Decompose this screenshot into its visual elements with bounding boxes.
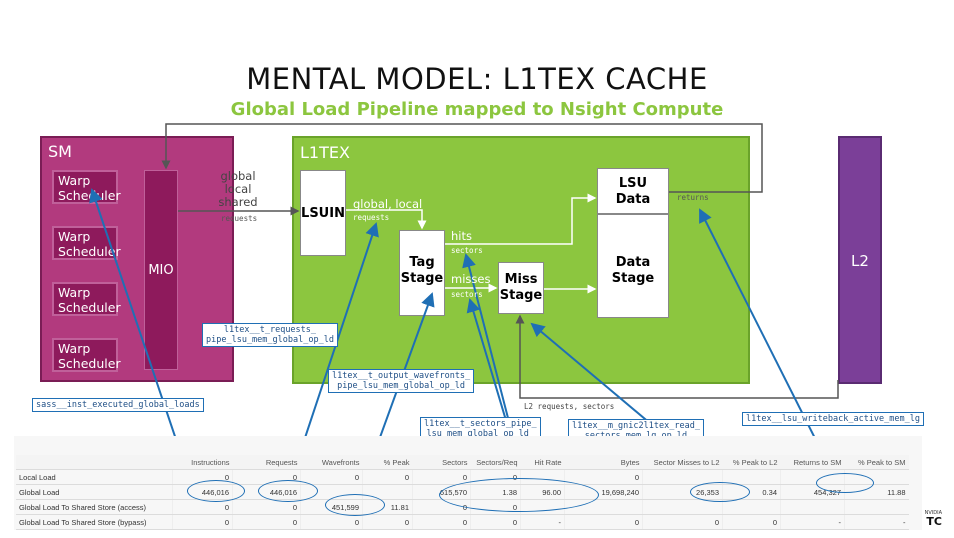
table-header-cell: Bytes bbox=[564, 455, 643, 470]
table-cell: - bbox=[520, 514, 565, 530]
table-header-cell: Instructions bbox=[172, 455, 233, 470]
l2-block bbox=[838, 136, 882, 384]
warp-scheduler-3: Warp Scheduler bbox=[52, 282, 121, 316]
callout-t-requests: l1tex__t_requests_ pipe_lsu_mem_global_o… bbox=[202, 323, 338, 347]
table-cell: 0 bbox=[232, 514, 301, 530]
global-local-shared-label: global local shared bbox=[218, 169, 258, 209]
table-cell: 0 bbox=[232, 499, 301, 515]
lsuin-to-tag-arrow bbox=[346, 209, 427, 230]
table-cell bbox=[722, 499, 781, 515]
misses-sectors-label: sectors bbox=[451, 290, 483, 299]
row-label: Global Load bbox=[16, 484, 173, 500]
row-label: Local Load bbox=[16, 469, 173, 485]
lsuin-box: LSUIN bbox=[300, 170, 346, 256]
table-cell: 0 bbox=[172, 514, 233, 530]
table-header-cell bbox=[16, 455, 173, 470]
requests-label: requests bbox=[221, 214, 258, 223]
table-cell: 0 bbox=[470, 514, 521, 530]
callout-output-wavefronts: l1tex__t_output_wavefronts_ pipe_lsu_mem… bbox=[328, 369, 475, 393]
highlight-sector-misses bbox=[690, 482, 750, 502]
table-cell: 0 bbox=[564, 469, 643, 485]
table-header-cell: Wavefronts bbox=[300, 455, 363, 470]
row-label: Global Load To Shared Store (bypass) bbox=[16, 514, 173, 530]
table-header-cell: % Peak bbox=[362, 455, 413, 470]
nvidia-logo: NVIDIA TC bbox=[925, 511, 942, 528]
table-cell: 0 bbox=[412, 514, 471, 530]
table-cell bbox=[642, 469, 723, 485]
table-header-cell: % Peak to SM bbox=[844, 455, 909, 470]
highlight-requests bbox=[258, 480, 318, 502]
highlight-returns bbox=[816, 473, 874, 493]
hits-label: hits bbox=[451, 229, 472, 243]
table-cell: 0 bbox=[172, 499, 233, 515]
table-header-cell: Sectors bbox=[412, 455, 471, 470]
highlight-instructions bbox=[187, 480, 245, 502]
l2-label: L2 bbox=[851, 252, 869, 270]
returns-label: returns bbox=[677, 193, 709, 202]
table-cell: 0 bbox=[412, 469, 471, 485]
table-header-cell: Sector Misses to L2 bbox=[642, 455, 723, 470]
highlight-wavefronts bbox=[325, 494, 385, 516]
hits-arrow bbox=[445, 193, 597, 245]
table-cell bbox=[642, 499, 723, 515]
table-row: Global Load To Shared Store (bypass) 0 0… bbox=[16, 514, 909, 530]
table-cell bbox=[780, 499, 845, 515]
l1tex-label: L1TEX bbox=[300, 143, 350, 162]
table-header-cell: Hit Rate bbox=[520, 455, 565, 470]
table-cell bbox=[722, 469, 781, 485]
table-cell: 0 bbox=[642, 514, 723, 530]
slide-title: MENTAL MODEL: L1TEX CACHE bbox=[246, 62, 708, 96]
table-cell: 0 bbox=[362, 514, 413, 530]
logo-small-text: NVIDIA bbox=[924, 510, 942, 516]
table-header-cell: % Peak to L2 bbox=[722, 455, 781, 470]
warp-scheduler-4: Warp Scheduler bbox=[52, 338, 121, 372]
table-cell bbox=[844, 499, 909, 515]
warp-scheduler-1: Warp Scheduler bbox=[52, 170, 121, 204]
l2-requests-label: L2 requests, sectors bbox=[524, 402, 615, 411]
highlight-sectors bbox=[439, 478, 599, 512]
l2-requests-line bbox=[515, 314, 839, 399]
data-stage-box: Data Stage bbox=[597, 214, 669, 318]
table-cell: 0 bbox=[362, 469, 413, 485]
table-cell: - bbox=[844, 514, 909, 530]
callout-lsu-writeback: l1tex__lsu_writeback_active_mem_lg bbox=[742, 412, 924, 426]
lsu-data-box: LSU Data bbox=[597, 168, 669, 214]
table-header-cell: Sectors/Req bbox=[470, 455, 521, 470]
sm-label: SM bbox=[48, 142, 72, 161]
table-header-cell: Requests bbox=[232, 455, 301, 470]
row-label: Global Load To Shared Store (access) bbox=[16, 499, 173, 515]
memory-metrics-table: Instructions Requests Wavefronts % Peak … bbox=[16, 455, 909, 530]
table-header-row: Instructions Requests Wavefronts % Peak … bbox=[16, 455, 909, 470]
global-local-label: global, local bbox=[353, 197, 423, 211]
mio-label: MIO bbox=[148, 263, 174, 278]
table-cell: - bbox=[780, 514, 845, 530]
misses-label: misses bbox=[451, 272, 491, 286]
callout-inst-executed: sass__inst_executed_global_loads bbox=[32, 398, 204, 412]
table-header-cell: Returns to SM bbox=[780, 455, 845, 470]
slide-subtitle: Global Load Pipeline mapped to Nsight Co… bbox=[230, 99, 724, 120]
logo-big-text: TC bbox=[926, 515, 942, 528]
l1tex-block bbox=[292, 136, 750, 384]
returns-loop-line bbox=[161, 123, 763, 193]
requests-label-2: requests bbox=[353, 213, 390, 222]
miss-stage-box: Miss Stage bbox=[498, 262, 544, 314]
hits-sectors-label: sectors bbox=[451, 246, 483, 255]
table-cell: 0 bbox=[300, 514, 363, 530]
mio-block bbox=[144, 170, 178, 370]
table-cell: 0 bbox=[564, 514, 643, 530]
table-cell: 0 bbox=[722, 514, 781, 530]
table-cell: 0 bbox=[300, 469, 363, 485]
